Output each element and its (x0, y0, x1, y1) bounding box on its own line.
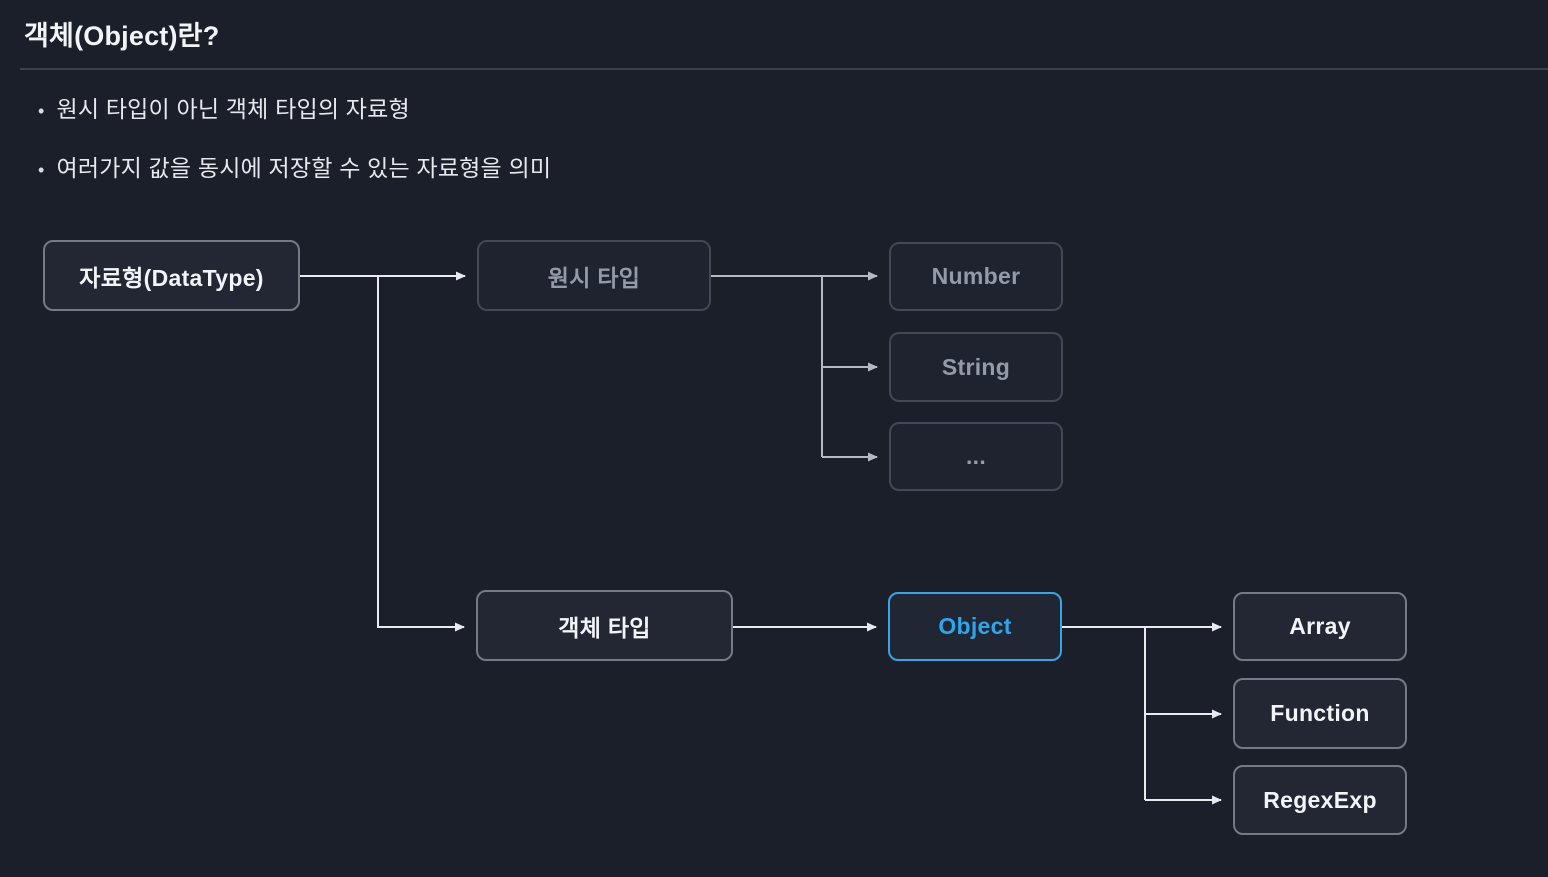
bullet-item: • 원시 타입이 아닌 객체 타입의 자료형 (38, 94, 551, 126)
node-array: Array (1233, 592, 1407, 661)
node-primitive-type: 원시 타입 (477, 240, 711, 311)
node-function: Function (1233, 678, 1407, 749)
bullet-list: • 원시 타입이 아닌 객체 타입의 자료형 • 여러가지 값을 동시에 저장할… (38, 94, 551, 212)
bullet-item: • 여러가지 값을 동시에 저장할 수 있는 자료형을 의미 (38, 153, 551, 185)
node-regexexp: RegexExp (1233, 765, 1407, 835)
node-object-type: 객체 타입 (476, 590, 733, 661)
node-datatype: 자료형(DataType) (43, 240, 300, 311)
node-ellipsis: ... (889, 422, 1063, 491)
node-object: Object (888, 592, 1062, 661)
node-number: Number (889, 242, 1063, 311)
bullet-text: 여러가지 값을 동시에 저장할 수 있는 자료형을 의미 (56, 155, 552, 181)
page-title: 객체(Object)란? (24, 21, 220, 51)
divider (20, 68, 1548, 70)
node-string: String (889, 332, 1063, 402)
bullet-icon: • (38, 160, 45, 180)
bullet-icon: • (38, 101, 45, 121)
bullet-text: 원시 타입이 아닌 객체 타입의 자료형 (56, 96, 410, 122)
